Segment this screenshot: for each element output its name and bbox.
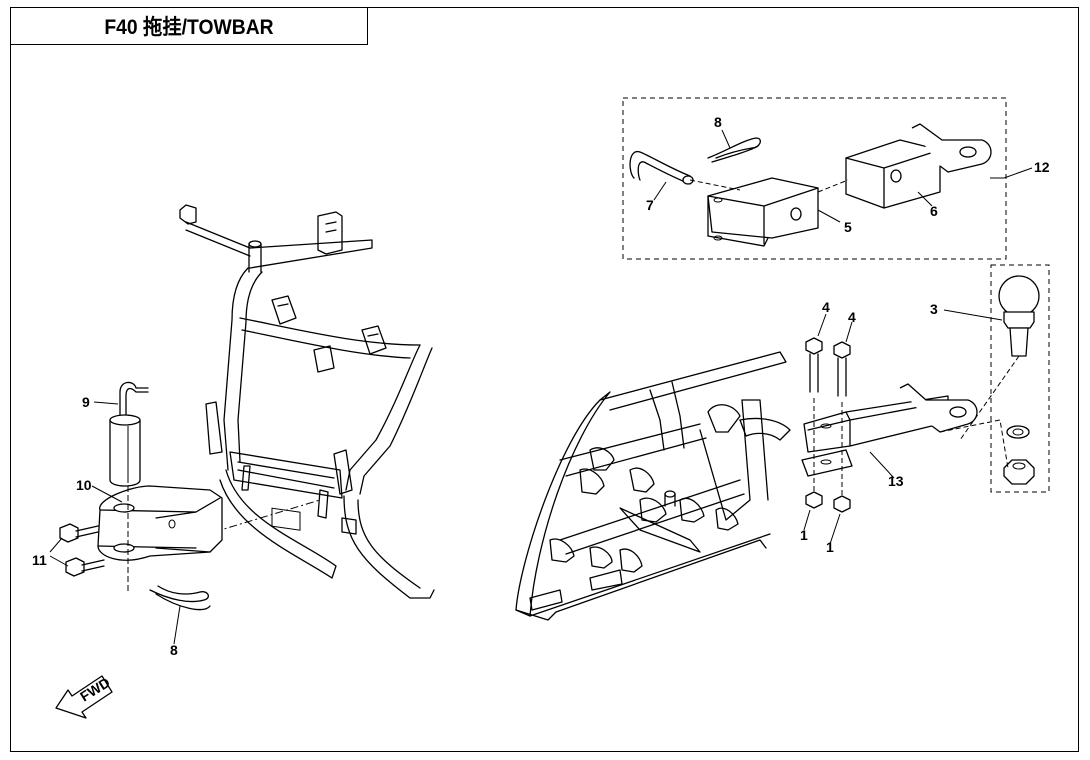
callout-5: 5: [844, 219, 852, 235]
ball-leader: [939, 419, 1009, 469]
callout-4-right: 4: [848, 309, 856, 325]
receiver-kit-box: [622, 97, 1007, 260]
bolts-4: [805, 337, 851, 506]
callout-11: 11: [32, 552, 47, 568]
front-chassis-assembly: [515, 351, 791, 621]
r-clip-8-left: [149, 585, 211, 611]
drawbar-13: [801, 383, 978, 477]
diagram-frame: [10, 7, 1079, 752]
callout-12: 12: [1034, 159, 1050, 175]
callout-8-left: 8: [170, 642, 178, 658]
callout-1-right: 1: [826, 539, 834, 555]
hitch-pin-9: [109, 381, 149, 487]
callout-1-left: 1: [800, 527, 808, 543]
fwd-arrow: FWD: [55, 674, 113, 719]
callout-10: 10: [76, 477, 92, 493]
r-clip-8-kit: [707, 137, 761, 163]
callout-7: 7: [646, 197, 654, 213]
nuts-1: [805, 491, 851, 513]
callout-3: 3: [930, 301, 938, 317]
callout-leaders: [49, 129, 1033, 645]
receiver-adapter-5: [707, 177, 819, 247]
callout-6: 6: [930, 203, 938, 219]
pin-7: [629, 151, 694, 185]
hitch-ball-box: [990, 264, 1050, 493]
title-box: F40 拖挂/TOWBAR: [10, 7, 368, 45]
bolts-11: [59, 523, 105, 577]
callout-13: 13: [888, 473, 904, 489]
page-title: F40 拖挂/TOWBAR: [104, 16, 274, 39]
kit-leader-lines: [689, 179, 849, 193]
callout-4-left: 4: [822, 299, 830, 315]
callout-8-kit: 8: [714, 114, 722, 130]
receiver-tube-6: [845, 123, 992, 209]
hitch-ball-3: [959, 275, 1040, 485]
rear-frame-assembly: [179, 204, 435, 599]
drawbar-bracket-10: [97, 450, 223, 592]
callout-9: 9: [82, 394, 90, 410]
